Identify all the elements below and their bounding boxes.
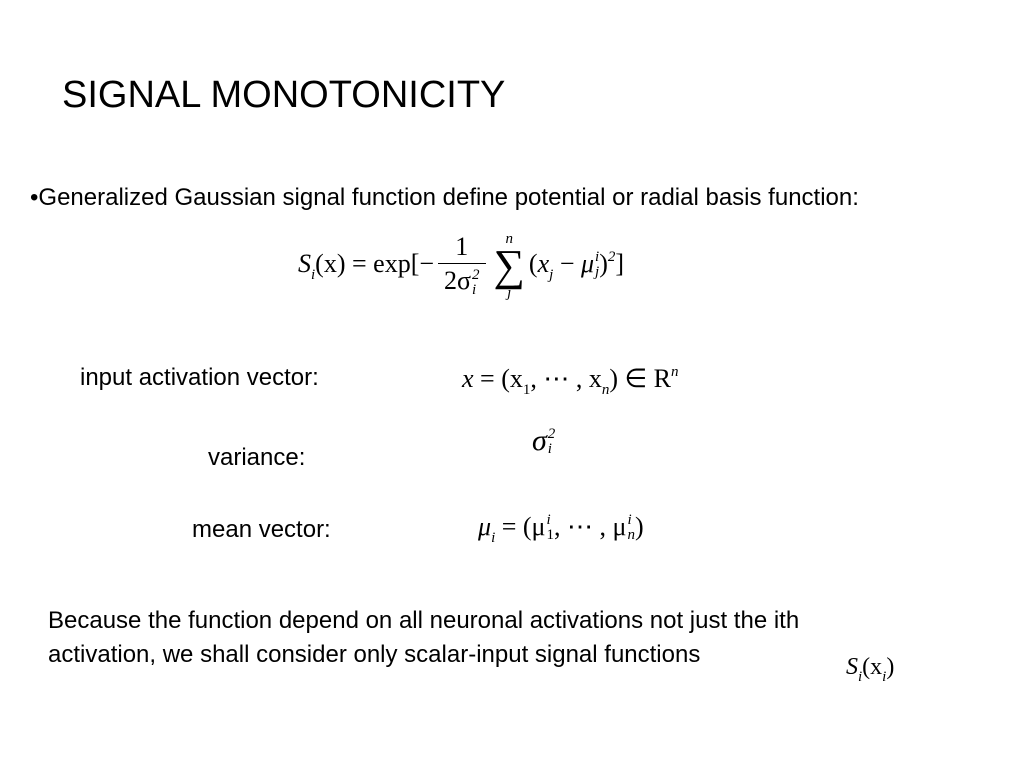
eq-close: )	[599, 248, 608, 278]
eq-summation: n ∑ j	[493, 231, 525, 301]
paragraph-line-2: activation, we shall consider only scala…	[48, 641, 701, 668]
eq-den-sup: 2	[472, 266, 480, 283]
bullet-text: •Generalized Gaussian signal function de…	[30, 184, 859, 211]
eq-open: (	[528, 248, 538, 278]
iv-sub1: 1	[522, 382, 531, 398]
label-mean-vector: mean vector:	[192, 516, 331, 543]
eq-x: x	[537, 248, 550, 278]
eq-den-sub: i	[472, 281, 477, 298]
iv-lhs: x	[462, 364, 474, 393]
iv-supn: n	[671, 364, 679, 380]
eq-s-sub: i	[311, 266, 316, 283]
iv-dots: , ⋯ , x	[530, 364, 602, 393]
var-sigma: σ	[532, 424, 547, 457]
eq-x-sub: j	[549, 266, 554, 283]
eq-mu-sub: j	[595, 264, 600, 280]
slide-title: SIGNAL MONOTONICITY	[62, 74, 506, 116]
eq-sum-symbol: ∑	[493, 241, 525, 290]
eq-frac-num: 1	[455, 232, 469, 262]
ss-s: S	[846, 654, 858, 680]
label-variance: variance:	[208, 444, 306, 471]
eq-exp: = exp[−	[352, 248, 435, 278]
ss-sub: i	[858, 669, 863, 685]
eq-bracket: ]	[615, 248, 625, 278]
eq-s: S	[298, 248, 311, 278]
eq-minus: −	[559, 248, 575, 278]
ss-arg-sub: i	[882, 669, 887, 685]
eq-mu: μ	[580, 248, 595, 278]
mv-sub1: 1	[546, 527, 555, 544]
paragraph-line-1: Because the function depend on all neuro…	[48, 607, 800, 634]
eq-mu-sup: i	[595, 249, 600, 265]
mv-dots: , ⋯ , μ	[554, 512, 627, 541]
mv-supn: i	[627, 512, 632, 529]
iv-rhs-end: ) ∈ R	[609, 364, 672, 393]
iv-rhs-start: = (x	[480, 364, 523, 393]
input-vector-equation: x = (x1, ⋯ , xn) ∈ Rn	[462, 364, 679, 398]
mv-sup1: i	[546, 512, 551, 529]
var-sup: 2	[547, 426, 556, 443]
mv-sub-i: i	[491, 530, 496, 546]
label-input-activation: input activation vector:	[80, 364, 319, 391]
ss-arg-open: (x	[862, 654, 883, 680]
scalar-signal-symbol: Si(xi)	[846, 654, 895, 685]
mv-rhs-end: )	[634, 512, 644, 541]
mv-mu: μ	[478, 512, 492, 541]
eq-power: 2	[607, 248, 616, 265]
mv-rhs-start: = (μ	[501, 512, 546, 541]
explanation-paragraph: Because the function depend on all neuro…	[48, 604, 948, 672]
var-sub: i	[547, 441, 552, 458]
iv-subn: n	[601, 382, 610, 398]
mv-subn: n	[627, 527, 635, 544]
ss-arg-close: )	[886, 654, 895, 680]
eq-sum-top: n	[505, 231, 513, 247]
eq-arg: (x)	[315, 248, 346, 278]
eq-sum-bottom: j	[507, 285, 512, 301]
eq-den-sigma: 2σ	[444, 266, 472, 296]
